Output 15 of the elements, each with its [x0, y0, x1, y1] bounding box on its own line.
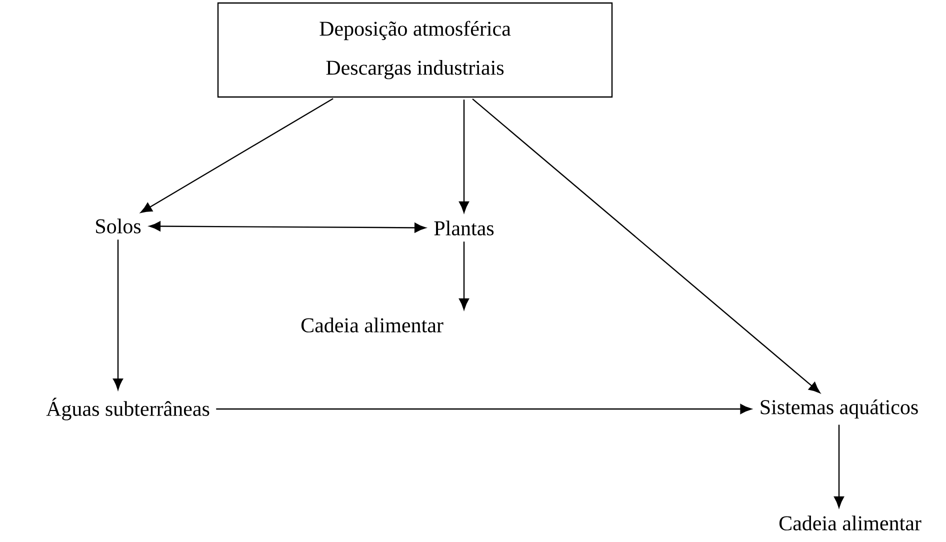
node-label: Sistemas aquáticos [760, 399, 918, 419]
node-label: Cadeia alimentar [301, 318, 444, 332]
node-label: Cadeia alimentar [779, 516, 922, 530]
source-box: Deposição atmosférica Descargas industriais [217, 2, 613, 98]
arrow [149, 221, 426, 233]
arrow [834, 424, 844, 508]
node-label: Águas subterrâneas [46, 398, 210, 420]
node-label: Plantas [434, 220, 494, 236]
arrow [140, 98, 334, 213]
arrow [459, 100, 469, 213]
arrow [216, 404, 752, 414]
arrow [113, 240, 123, 390]
arrow [472, 98, 820, 394]
arrow [459, 242, 469, 310]
node-label: Solos [96, 218, 141, 234]
